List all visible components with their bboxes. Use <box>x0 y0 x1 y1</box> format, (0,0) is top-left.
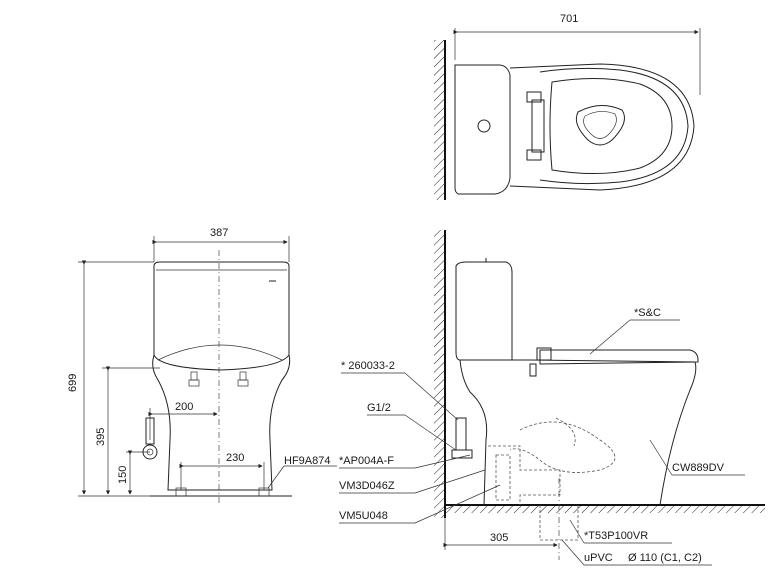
floor-hatch <box>445 505 765 513</box>
side-view: 305 * 260033-2 G1/2 *AP004A-F VM3D046Z V… <box>339 230 765 566</box>
label-upvc: uPVC <box>584 552 613 564</box>
top-view: 701 <box>434 13 701 200</box>
seat-top <box>539 67 689 185</box>
wall-hatch-top <box>434 40 444 200</box>
dim-total-height: 699 <box>67 374 79 392</box>
flush-button <box>477 119 491 133</box>
label-pipe-diameter: Ø 110 (C1, C2) <box>628 552 702 564</box>
seat-side <box>539 349 699 365</box>
dim-rough-in: 305 <box>490 532 508 544</box>
label-hf9a874: HF9A874 <box>284 455 330 467</box>
label-ap004a-f: *AP004A-F <box>339 455 394 467</box>
wall-hatch-side <box>434 230 444 518</box>
dim-top-width: 701 <box>560 13 578 25</box>
tank-top <box>454 64 511 195</box>
supply-valve-side <box>455 417 467 451</box>
bowl-top <box>509 63 695 191</box>
bowl-side <box>512 359 697 506</box>
dim-inlet-height: 395 <box>95 428 107 446</box>
label-vm3d046z: VM3D046Z <box>339 480 395 492</box>
label-cw889dv: CW889DV <box>672 462 725 474</box>
dim-inlet-offset: 200 <box>175 401 193 413</box>
tank-side <box>455 261 513 361</box>
label-seat: *S&C <box>634 307 661 319</box>
bowl-front <box>152 354 291 491</box>
supply-valve-front <box>145 417 155 445</box>
label-t53p100vr: *T53P100VR <box>584 530 648 542</box>
front-view: 387 699 395 150 200 <box>67 227 337 505</box>
dim-front-width: 387 <box>210 227 228 239</box>
label-260033-2: * 260033-2 <box>341 360 395 372</box>
label-g12: G1/2 <box>367 402 391 414</box>
dim-outlet-height: 150 <box>117 466 129 484</box>
label-vm5u048: VM5U048 <box>339 510 388 522</box>
tank-front <box>153 261 290 371</box>
drain-pipe <box>539 505 579 541</box>
dim-outlet-spacing: 230 <box>226 452 244 464</box>
